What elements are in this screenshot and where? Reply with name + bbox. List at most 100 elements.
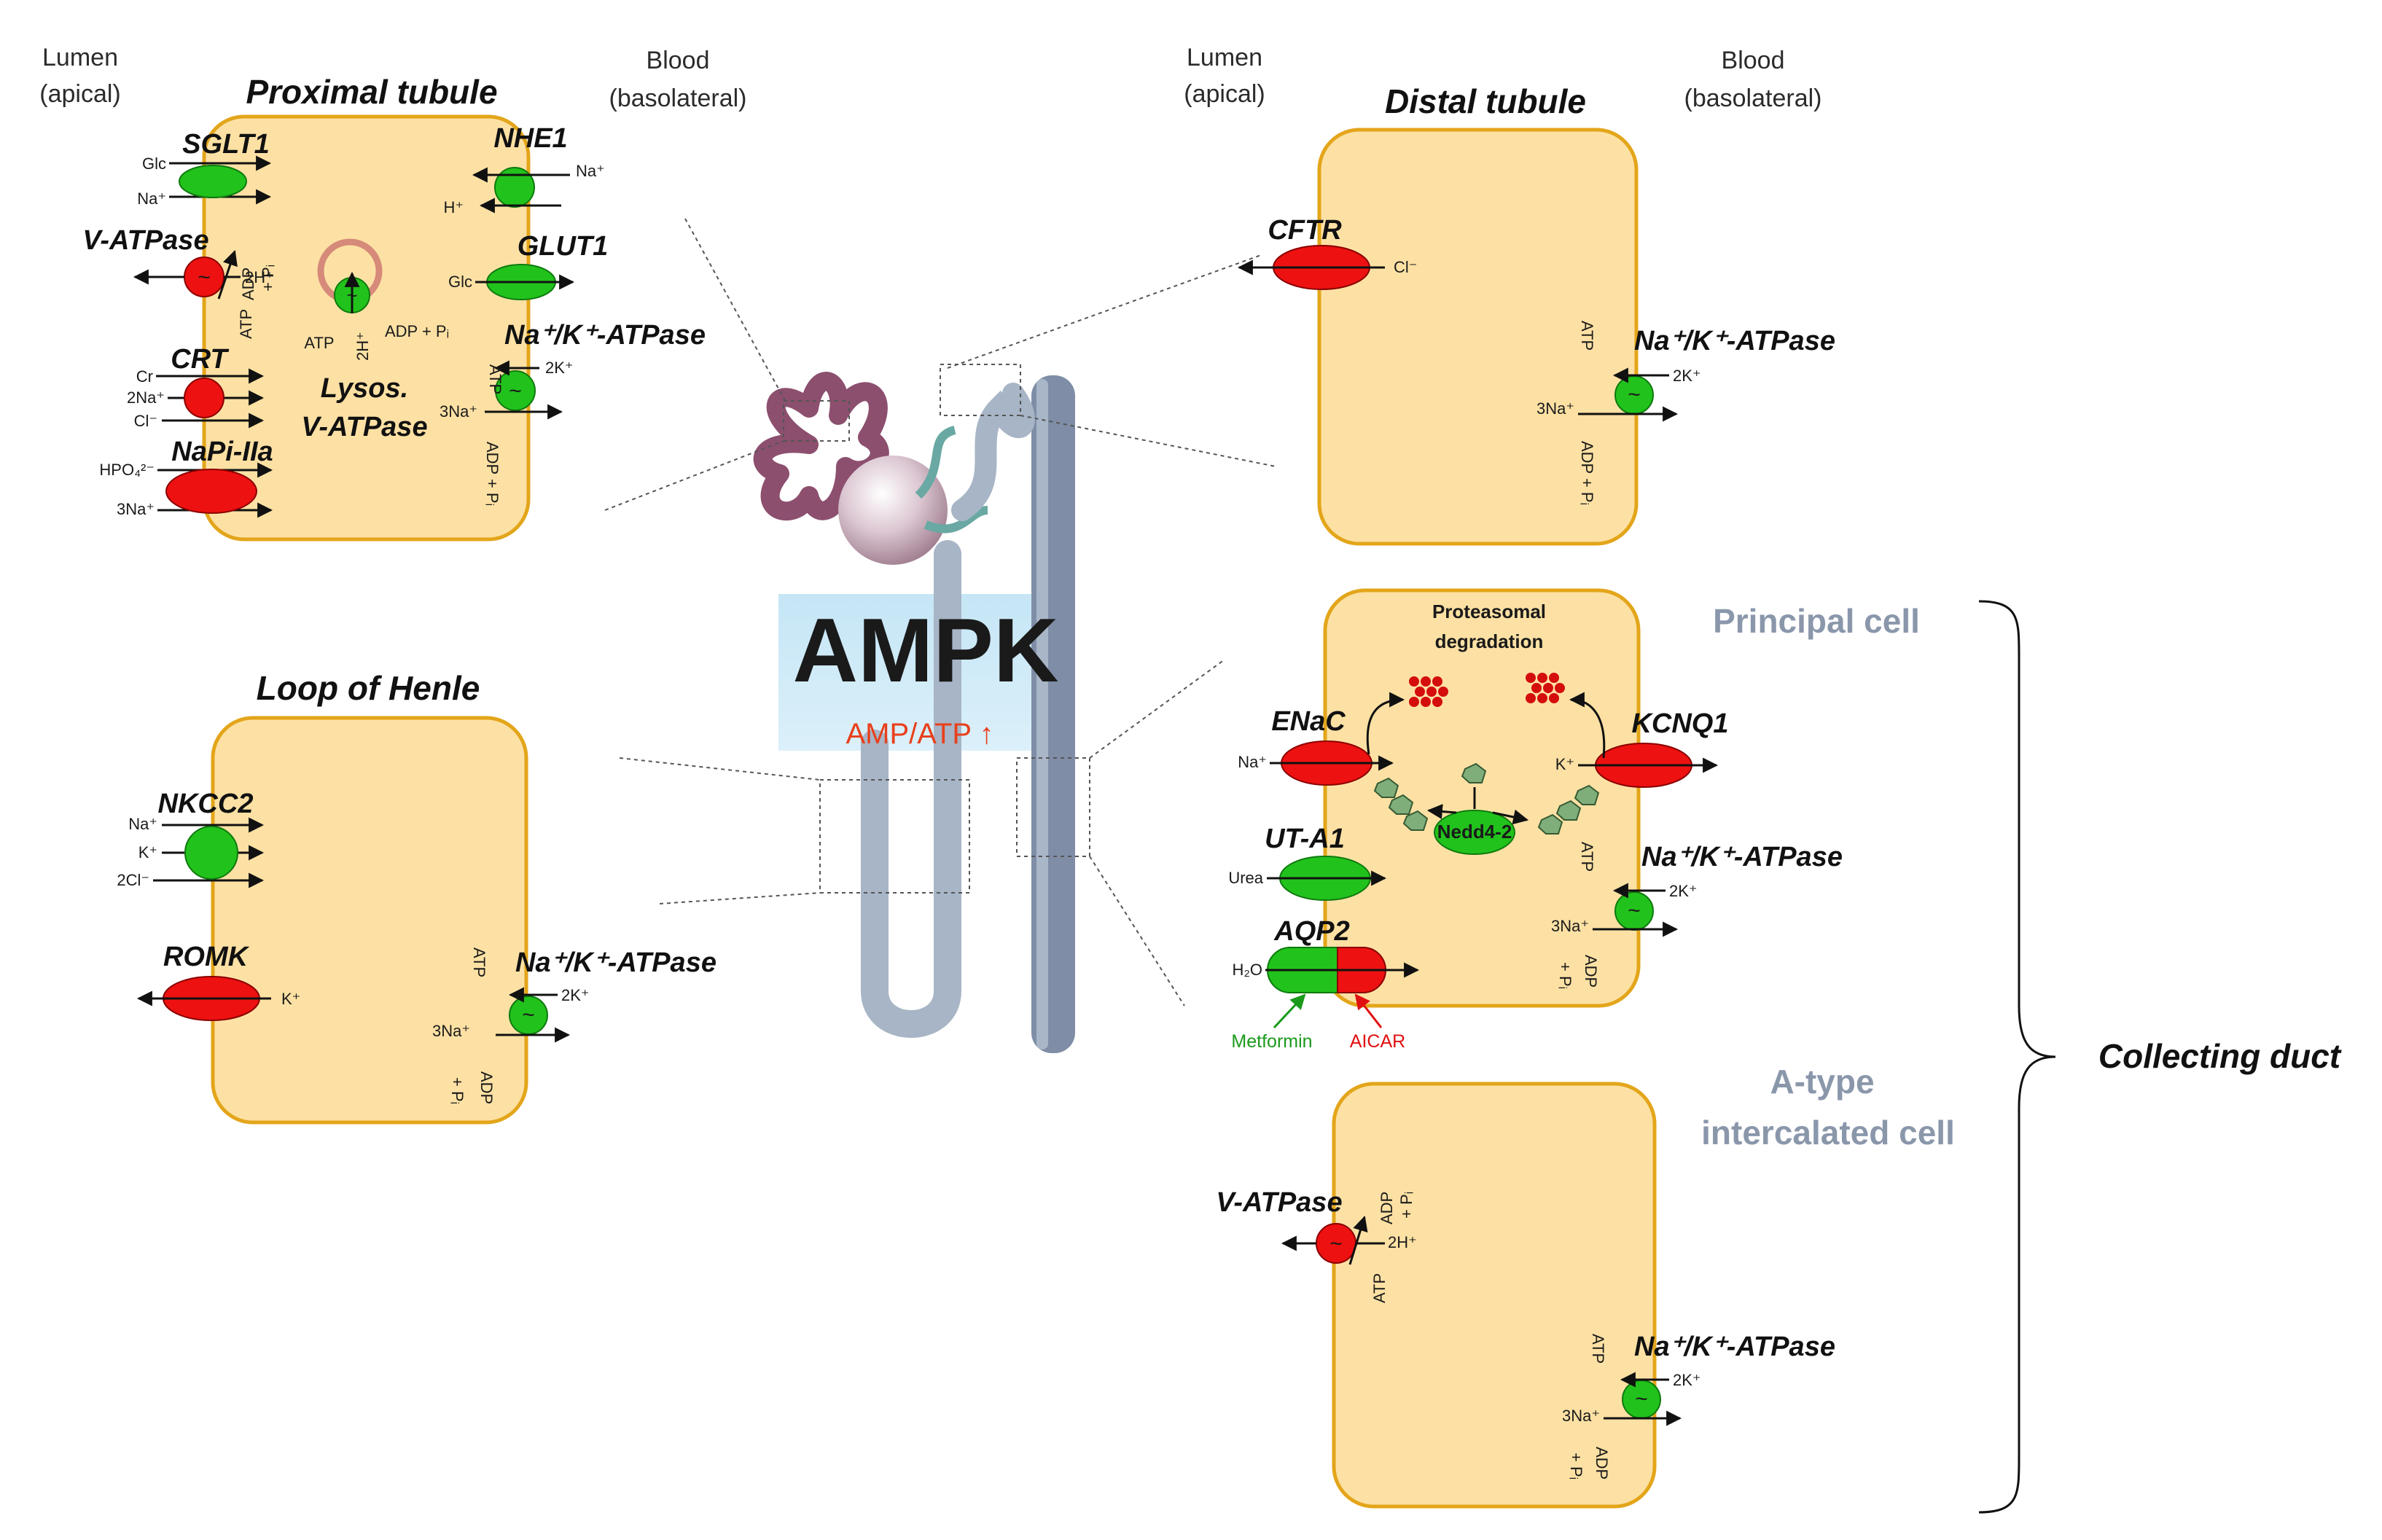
svg-text:(basolateral): (basolateral) xyxy=(609,85,747,112)
nedd4-2-enzyme xyxy=(1434,810,1515,855)
ampk-highlight xyxy=(778,594,1050,751)
svg-text:ADP + Pᵢ: ADP + Pᵢ xyxy=(1578,441,1596,505)
distal-nak-atpase-label: Na⁺/K⁺-ATPase xyxy=(1634,326,1835,356)
svg-text:2K⁺: 2K⁺ xyxy=(1669,882,1698,900)
ampk-label: AMPK xyxy=(792,601,1058,701)
svg-text:ADP: ADP xyxy=(239,267,257,300)
loop-of-henle-tube xyxy=(861,540,961,1038)
svg-text:2K⁺: 2K⁺ xyxy=(1673,367,1701,385)
svg-text:H₂O: H₂O xyxy=(1232,961,1262,979)
aicar-label: AICAR xyxy=(1350,1031,1405,1052)
enac-label: ENaC xyxy=(1271,706,1346,737)
svg-text:(apical): (apical) xyxy=(39,80,120,108)
napi-iia-transporter xyxy=(165,469,257,514)
nhe1-label: NHE1 xyxy=(493,123,567,154)
svg-text:ADP: ADP xyxy=(1378,1192,1396,1224)
crt-label: CRT xyxy=(171,344,229,375)
proximal-cell-body xyxy=(202,114,531,542)
svg-text:degradation: degradation xyxy=(1435,630,1544,652)
svg-text:K⁺: K⁺ xyxy=(281,990,300,1008)
svg-text:+ Pᵢ: + Pᵢ xyxy=(1556,962,1574,989)
lysosomal-vatpase-label-2: V-ATPase xyxy=(301,412,427,442)
principal-nak-atpase-label: Na⁺/K⁺-ATPase xyxy=(1641,842,1843,872)
proteasome-left xyxy=(1409,676,1448,707)
svg-text:(apical): (apical) xyxy=(1184,80,1265,108)
svg-text:2H⁺: 2H⁺ xyxy=(1388,1233,1417,1251)
svg-text:Nedd4-2: Nedd4-2 xyxy=(1437,821,1512,843)
svg-text:3Na⁺: 3Na⁺ xyxy=(1536,399,1574,418)
proximal-title: Proximal tubule xyxy=(246,73,497,111)
distal-convolution xyxy=(951,383,1035,521)
nhe1-transporter xyxy=(494,167,535,208)
intercalated-vatpase-label: V-ATPase xyxy=(1216,1187,1342,1218)
principal-cell-label: Principal cell xyxy=(1713,602,1920,640)
proximal-nak-atpase-pump xyxy=(495,370,536,411)
svg-text:ATP: ATP xyxy=(1370,1273,1389,1303)
svg-text:H⁺: H⁺ xyxy=(444,198,464,216)
principal-cell: Principal cell Proteasomal degradation E… xyxy=(1228,588,1920,1052)
svg-text:(basolateral): (basolateral) xyxy=(1684,85,1822,112)
napi-iia-label: NaPi-IIa xyxy=(171,437,273,467)
svg-text:2Cl⁻: 2Cl⁻ xyxy=(117,871,149,889)
svg-text:ATP: ATP xyxy=(1589,1334,1607,1364)
svg-text:2Na⁺: 2Na⁺ xyxy=(127,388,165,407)
sglt1-label: SGLT1 xyxy=(182,129,270,160)
svg-text:Cl⁻: Cl⁻ xyxy=(134,412,157,430)
svg-text:K⁺: K⁺ xyxy=(138,843,157,861)
svg-text:ATP: ATP xyxy=(486,364,504,394)
proximal-nak-atpase-label: Na⁺/K⁺-ATPase xyxy=(504,320,706,351)
romk-label: ROMK xyxy=(163,942,250,972)
distal-tubule-cell: Distal tubule CFTR Cl⁻ Na⁺/K⁺-ATPase ~ 2… xyxy=(1237,82,1835,546)
svg-text:2H⁺: 2H⁺ xyxy=(245,268,274,286)
glut1-label: GLUT1 xyxy=(518,231,609,262)
nkcc2-label: NKCC2 xyxy=(158,789,254,819)
henle-title: Loop of Henle xyxy=(257,669,480,707)
kcnq1-label: KCNQ1 xyxy=(1631,708,1728,739)
svg-text:ATP: ATP xyxy=(1578,842,1596,872)
sglt1-transporter xyxy=(179,165,247,198)
proximal-tubule-cell: Proximal tubule SGLT1 Glc Na⁺ V-ATPase ~… xyxy=(82,73,706,542)
svg-text:3Na⁺: 3Na⁺ xyxy=(117,500,155,518)
intercalated-label-2: intercalated cell xyxy=(1701,1114,1955,1152)
metformin-label: Metformin xyxy=(1231,1031,1312,1052)
svg-text:Glc: Glc xyxy=(142,155,166,173)
header-blood-left: Blood (basolateral) xyxy=(609,47,747,112)
svg-text:3Na⁺: 3Na⁺ xyxy=(440,402,477,421)
svg-text:Glc: Glc xyxy=(448,273,472,291)
glomerulus xyxy=(838,456,948,565)
svg-text:Na⁺: Na⁺ xyxy=(137,189,166,208)
svg-text:ATP: ATP xyxy=(1578,321,1596,351)
distal-title: Distal tubule xyxy=(1385,82,1586,120)
header-blood-right: Blood (basolateral) xyxy=(1684,47,1822,112)
aqp2-label: AQP2 xyxy=(1273,916,1349,947)
svg-text:Na⁺: Na⁺ xyxy=(128,815,157,833)
header-lumen-left: Lumen (apical) xyxy=(39,44,120,108)
henle-cell-body xyxy=(211,716,528,1125)
zoom-box-henle xyxy=(819,779,970,894)
svg-text:Urea: Urea xyxy=(1228,869,1263,887)
distal-cell-body xyxy=(1317,128,1639,546)
svg-text:ADP + Pᵢ: ADP + Pᵢ xyxy=(385,322,449,340)
intercalated-label-1: A-type xyxy=(1770,1063,1874,1101)
proximal-convolution xyxy=(753,372,889,521)
amp-atp-ratio: AMP/ATP ↑ xyxy=(846,718,993,750)
cftr-label: CFTR xyxy=(1268,215,1342,246)
ubiquitin-left xyxy=(1373,777,1429,831)
zoom-guide-lines xyxy=(604,218,1276,1007)
intercalated-cell: A-type intercalated cell V-ATPase ~ 2H⁺ … xyxy=(1216,1063,1955,1509)
svg-text:~: ~ xyxy=(509,379,522,403)
header-lumen-right: Lumen (apical) xyxy=(1184,44,1265,108)
svg-text:Blood: Blood xyxy=(1722,47,1785,74)
ubiquitin-right xyxy=(1537,784,1600,835)
zoom-box-proximal xyxy=(783,400,850,442)
svg-text:K⁺: K⁺ xyxy=(1555,755,1574,773)
svg-text:HPO₄²⁻: HPO₄²⁻ xyxy=(99,461,155,479)
nephron-illustration: AMPK AMP/ATP ↑ xyxy=(753,364,1090,1053)
svg-text:Blood: Blood xyxy=(647,47,710,74)
svg-text:3Na⁺: 3Na⁺ xyxy=(432,1022,470,1040)
svg-text:+ Pᵢ: + Pᵢ xyxy=(1397,1192,1415,1219)
svg-text:Na⁺: Na⁺ xyxy=(1238,753,1267,771)
svg-text:~: ~ xyxy=(1628,383,1641,407)
crt-transporter xyxy=(184,378,224,418)
